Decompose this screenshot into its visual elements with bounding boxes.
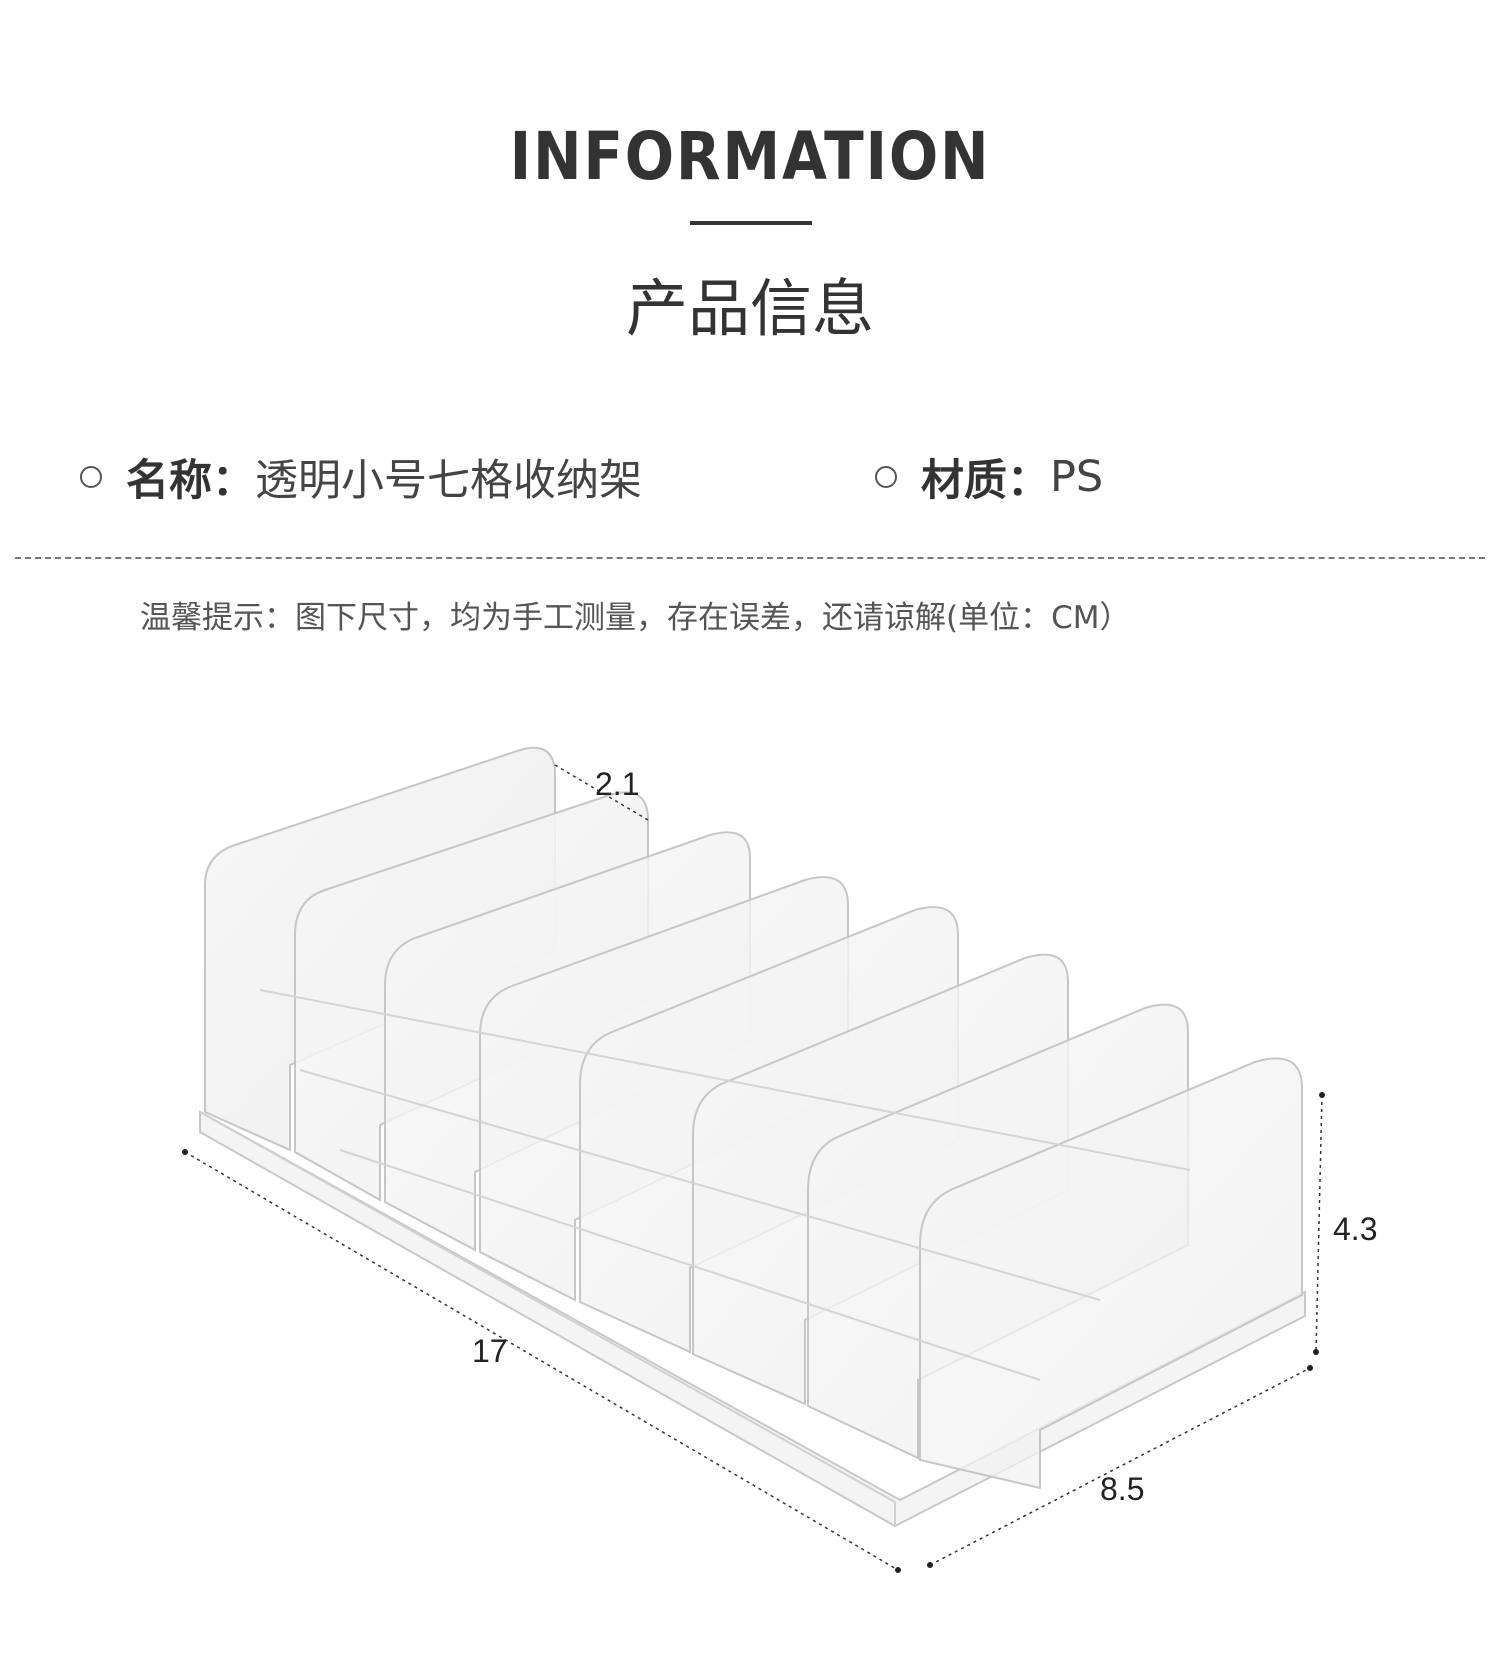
title-english: INFORMATION <box>509 118 991 195</box>
spec-name: 名称： 透明小号七格收纳架 <box>80 447 642 507</box>
dimension-endpoints <box>182 1092 1325 1573</box>
measurement-note: 温馨提示：图下尺寸，均为手工测量，存在误差，还请谅解(单位：CM） <box>140 600 1131 636</box>
dimension-label-height: 4.3 <box>1333 1211 1377 1247</box>
dimension-label-length: 17 <box>472 1333 508 1369</box>
spec-material-label: 材质： <box>921 456 1050 506</box>
dimension-label-spacing: 2.1 <box>595 766 639 802</box>
spec-material: 材质： PS <box>875 447 1103 507</box>
center-rails <box>259 989 1191 1381</box>
title-underline <box>690 221 812 225</box>
product-figure: 2.1 4.3 17 8.5 <box>0 740 1500 1640</box>
product-image: 2.1 4.3 17 8.5 <box>182 746 1377 1573</box>
title-chinese: 产品信息 <box>625 272 874 345</box>
spec-name-value: 透明小号七格收纳架 <box>255 456 642 506</box>
dashed-divider <box>15 557 1485 559</box>
spec-name-label: 名称： <box>126 456 255 506</box>
divider-panels <box>204 746 1303 1490</box>
circle-bullet-icon <box>80 466 102 488</box>
dimension-lines <box>184 764 1323 1571</box>
circle-bullet-icon <box>875 466 897 488</box>
dimension-label-width: 8.5 <box>1100 1471 1144 1507</box>
spec-material-value: PS <box>1050 452 1104 502</box>
tray-base <box>199 1110 1306 1528</box>
